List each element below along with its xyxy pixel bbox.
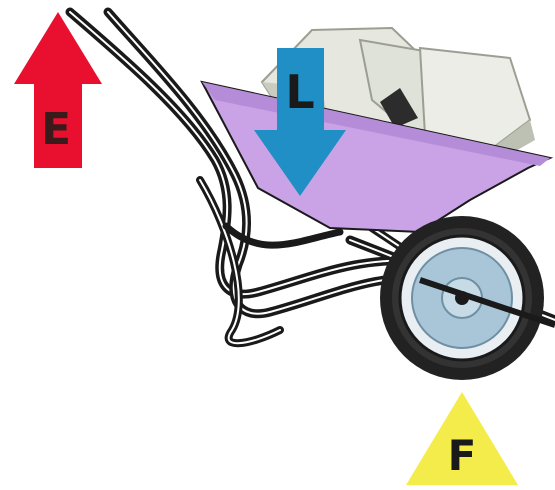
effort-label: E [41,104,71,155]
fulcrum-label: F [448,431,477,480]
load-label: L [285,65,314,119]
wheel-icon [380,216,555,380]
effort-arrow-icon [14,12,102,168]
load-arrow-icon [254,48,346,196]
fulcrum-triangle-icon [406,392,518,485]
